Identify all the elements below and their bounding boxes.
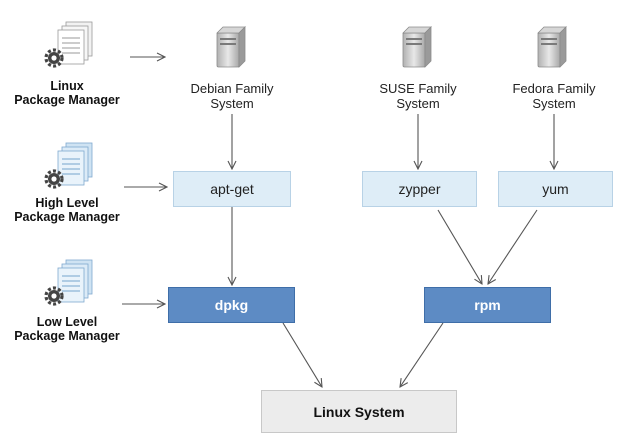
label-debian-family-system: Debian Family System bbox=[172, 81, 292, 111]
debian-server-icon bbox=[216, 26, 246, 68]
label-suse-line2: System bbox=[396, 96, 440, 111]
label-suse-family-system: SUSE Family System bbox=[358, 81, 478, 111]
arrow-yum-to-rpm bbox=[488, 209, 538, 284]
label-low-level-package-manager: Low Level Package Manager bbox=[2, 315, 132, 343]
label-linux-package-manager: Linux Package Manager bbox=[2, 79, 132, 107]
label-low-level-line2: Package Manager bbox=[14, 329, 120, 343]
fedora-server-icon bbox=[537, 26, 567, 68]
label-fedora-line2: System bbox=[532, 96, 576, 111]
label-debian-line1: Debian Family bbox=[190, 81, 274, 96]
label-linux-package-manager-line2: Package Manager bbox=[14, 93, 120, 107]
suse-server-icon bbox=[402, 26, 432, 68]
label-high-level-line1: High Level bbox=[35, 196, 99, 210]
low-level-package-manager-icon bbox=[44, 259, 93, 306]
label-debian-line2: System bbox=[210, 96, 254, 111]
label-fedora-line1: Fedora Family bbox=[512, 81, 596, 96]
linux-package-manager-icon bbox=[44, 21, 93, 68]
yum-box: yum bbox=[498, 171, 613, 207]
arrow-dpkg-to-linux-system bbox=[282, 322, 322, 387]
arrow-zypper-to-rpm bbox=[437, 209, 482, 284]
label-suse-line1: SUSE Family bbox=[379, 81, 457, 96]
rpm-box: rpm bbox=[424, 287, 551, 323]
label-linux-package-manager-line1: Linux bbox=[50, 79, 84, 93]
label-high-level-line2: Package Manager bbox=[14, 210, 120, 224]
zypper-box: zypper bbox=[362, 171, 477, 207]
high-level-package-manager-icon bbox=[44, 142, 93, 189]
label-high-level-package-manager: High Level Package Manager bbox=[2, 196, 132, 224]
dpkg-box: dpkg bbox=[168, 287, 295, 323]
apt-get-box: apt-get bbox=[173, 171, 291, 207]
label-fedora-family-system: Fedora Family System bbox=[494, 81, 614, 111]
label-low-level-line1: Low Level bbox=[36, 315, 98, 329]
linux-system-box: Linux System bbox=[261, 390, 457, 433]
arrow-rpm-to-linux-system bbox=[400, 322, 444, 387]
